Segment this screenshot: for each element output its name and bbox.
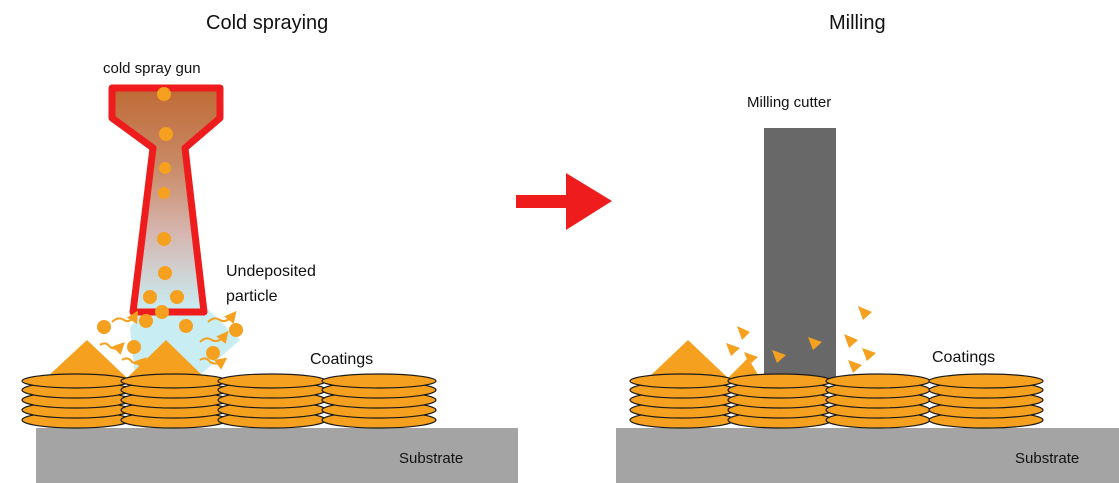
coating-stacks xyxy=(629,373,1044,429)
substrate-block xyxy=(616,428,1119,483)
right-coatings-label: Coatings xyxy=(932,349,996,366)
left-substrate-label: Substrate xyxy=(399,450,464,467)
undeposited-particles xyxy=(97,310,243,370)
milling-illustration xyxy=(616,128,1119,483)
milling-cutter xyxy=(764,128,836,378)
cold-spraying-panel: Cold spraying cold spray gun Undeposited… xyxy=(0,0,530,483)
cold-spraying-illustration xyxy=(21,84,518,483)
milling-chips xyxy=(726,306,876,373)
milling-panel: Milling Milling cutter Coatings Substrat… xyxy=(590,0,1119,483)
coating-stacks xyxy=(21,373,437,429)
milling-title: Milling xyxy=(829,12,886,34)
undeposited-label-line1: Undeposited xyxy=(226,263,316,280)
process-arrow xyxy=(516,173,612,230)
substrate-block xyxy=(36,428,518,483)
deposit-mound-2 xyxy=(728,358,760,378)
deposit-mound-1 xyxy=(46,340,127,378)
undeposited-label-line2: particle xyxy=(226,288,278,305)
left-coatings-label: Coatings xyxy=(310,351,374,368)
deposit-mound-1 xyxy=(648,340,728,378)
deposit-mound-2 xyxy=(127,340,205,378)
spray-gun-body xyxy=(108,84,224,316)
gun-particles xyxy=(139,87,193,333)
milling-cutter-label: Milling cutter xyxy=(747,94,832,111)
right-substrate-label: Substrate xyxy=(1015,450,1080,467)
cold-spray-gun-label: cold spray gun xyxy=(103,60,201,77)
cold-spraying-title: Cold spraying xyxy=(206,12,329,34)
